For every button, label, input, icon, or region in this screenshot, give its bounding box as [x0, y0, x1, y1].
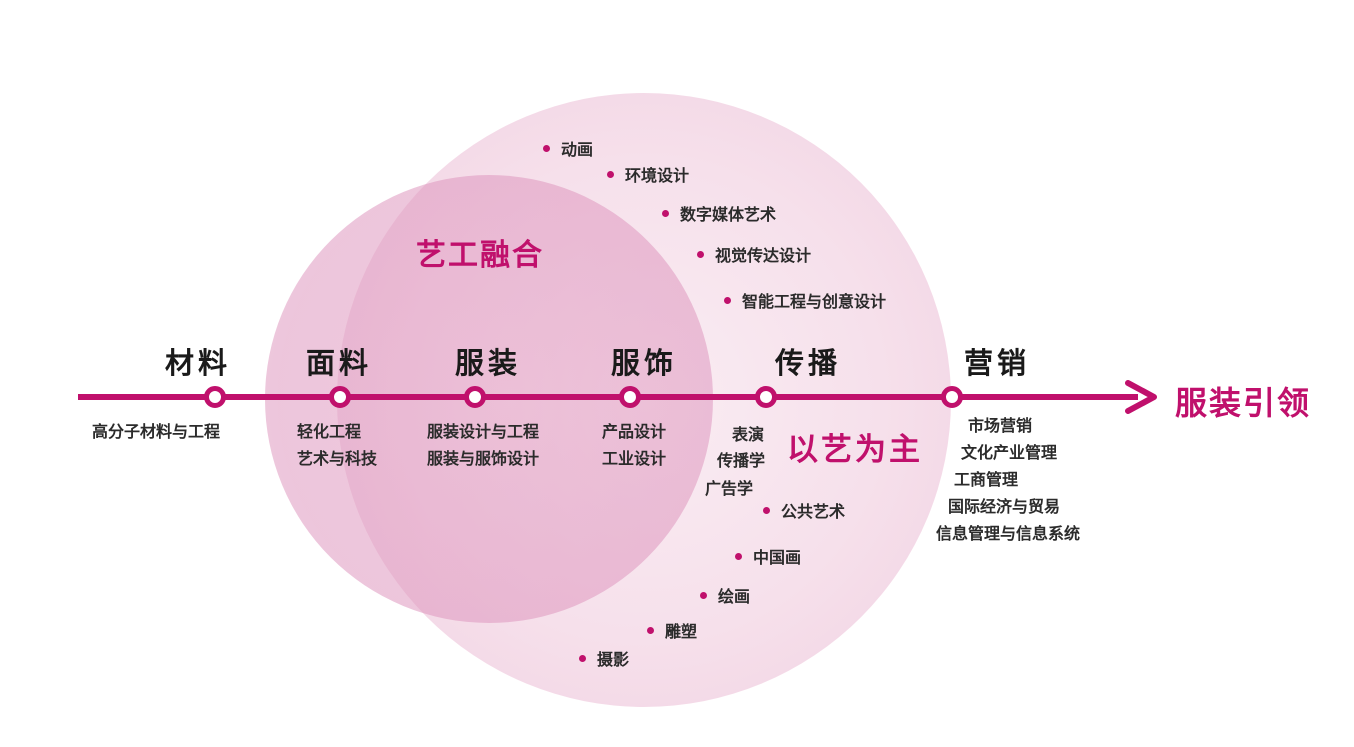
majors-communication-3: 广告学 [705, 475, 753, 502]
art-major-item: 公共艺术 [763, 498, 845, 522]
bullet-dot-icon [543, 144, 550, 152]
art-led-theme-label: 以艺为主 [787, 432, 923, 468]
art-major-label: 摄影 [597, 650, 630, 669]
majors-marketing-5: 信息管理与信息系统 [936, 520, 1080, 547]
bullet-dot-icon [647, 626, 654, 634]
arrow-right-icon [1125, 380, 1157, 414]
timeline-node-marketing [941, 386, 963, 408]
fusion-theme-label: 艺工融合 [416, 238, 544, 273]
art-major-item: 中国画 [735, 544, 801, 568]
majors-marketing-1: 市场营销 [968, 412, 1032, 439]
lead-theme-label: 服装引领 [1175, 384, 1312, 422]
art-major-label: 公共艺术 [781, 502, 846, 521]
bullet-dot-icon [700, 591, 707, 599]
major-item: 广告学 [705, 479, 754, 498]
majors-materials: 高分子材料与工程 [92, 418, 220, 445]
art-major-item: 绘画 [700, 583, 750, 607]
stage-label-accessories: 服饰 [611, 346, 678, 380]
timeline-line [78, 394, 1138, 400]
stage-label-fabric: 面料 [306, 346, 373, 380]
major-item: 轻化工程 [297, 422, 362, 441]
major-item: 高分子材料与工程 [92, 422, 221, 441]
majors-apparel: 服装设计与工程 服装与服饰设计 [427, 418, 539, 472]
art-major-item: 视觉传达设计 [697, 242, 811, 266]
art-major-label: 视觉传达设计 [715, 246, 812, 265]
major-item: 工商管理 [954, 470, 1019, 489]
art-major-item: 动画 [543, 136, 593, 160]
art-major-label: 动画 [561, 140, 594, 159]
major-item: 文化产业管理 [961, 443, 1058, 462]
majors-marketing-3: 工商管理 [954, 466, 1018, 493]
art-major-label: 中国画 [753, 548, 802, 567]
majors-marketing-4: 国际经济与贸易 [948, 493, 1060, 520]
timeline-node-fabric [329, 386, 351, 408]
bullet-dot-icon [607, 170, 614, 178]
art-major-item: 环境设计 [607, 162, 689, 186]
major-item: 产品设计 [602, 422, 667, 441]
majors-accessories: 产品设计 工业设计 [602, 418, 666, 472]
bullet-dot-icon [763, 506, 770, 514]
timeline-node-communication [755, 386, 777, 408]
art-major-item: 摄影 [579, 646, 629, 670]
major-item: 服装与服饰设计 [427, 449, 540, 468]
major-item: 艺术与科技 [297, 449, 378, 468]
major-item: 工业设计 [602, 449, 667, 468]
major-item: 服装设计与工程 [427, 422, 540, 441]
major-item: 传播学 [717, 451, 766, 470]
stage-label-materials: 材料 [165, 346, 232, 380]
art-major-label: 环境设计 [625, 166, 690, 185]
art-major-label: 智能工程与创意设计 [742, 292, 887, 311]
timeline-node-apparel [464, 386, 486, 408]
art-major-item: 智能工程与创意设计 [724, 288, 886, 312]
art-major-label: 绘画 [718, 587, 751, 606]
stage-label-marketing: 营销 [964, 346, 1031, 380]
bullet-dot-icon [735, 552, 742, 560]
majors-fabric: 轻化工程 艺术与科技 [297, 418, 377, 472]
stage-label-communication: 传播 [775, 346, 842, 380]
bullet-dot-icon [697, 250, 704, 258]
bullet-dot-icon [579, 654, 586, 662]
bullet-dot-icon [662, 209, 669, 217]
bullet-dot-icon [724, 296, 731, 304]
art-major-item: 雕塑 [647, 618, 697, 642]
stage-label-apparel: 服装 [455, 346, 522, 380]
art-major-label: 数字媒体艺术 [680, 205, 777, 224]
majors-communication-1: 表演 [732, 421, 764, 448]
major-item: 市场营销 [968, 416, 1033, 435]
art-major-label: 雕塑 [665, 622, 698, 641]
timeline-node-materials [204, 386, 226, 408]
majors-marketing-2: 文化产业管理 [961, 439, 1057, 466]
art-major-item: 数字媒体艺术 [662, 201, 776, 225]
timeline-node-accessories [619, 386, 641, 408]
major-item: 信息管理与信息系统 [936, 524, 1081, 543]
majors-communication-2: 传播学 [717, 447, 765, 474]
major-item: 国际经济与贸易 [948, 497, 1061, 516]
major-item: 表演 [732, 425, 765, 444]
